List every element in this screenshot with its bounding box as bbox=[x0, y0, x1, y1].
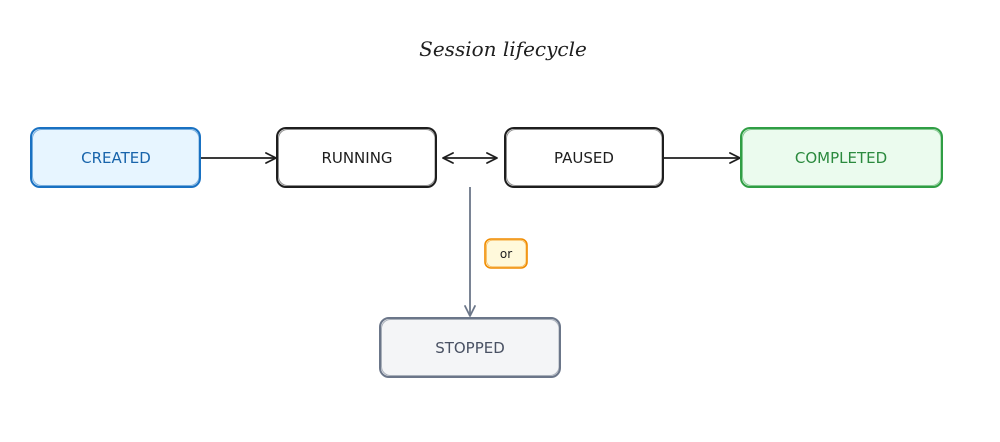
node-running: RUNNING bbox=[276, 127, 437, 188]
or-tag: or bbox=[484, 238, 528, 269]
node-paused: PAUSED bbox=[504, 127, 664, 188]
node-completed-label: COMPLETED bbox=[795, 149, 887, 167]
node-stopped: STOPPED bbox=[379, 317, 561, 378]
node-created-label: CREATED bbox=[81, 149, 151, 167]
node-paused-label: PAUSED bbox=[554, 149, 614, 167]
node-completed: COMPLETED bbox=[740, 127, 943, 188]
node-running-label: RUNNING bbox=[321, 149, 392, 167]
node-created: CREATED bbox=[30, 127, 201, 188]
node-stopped-label: STOPPED bbox=[435, 339, 505, 357]
or-tag-label: or bbox=[500, 247, 512, 261]
diagram-title: Session lifecycle bbox=[419, 37, 587, 61]
